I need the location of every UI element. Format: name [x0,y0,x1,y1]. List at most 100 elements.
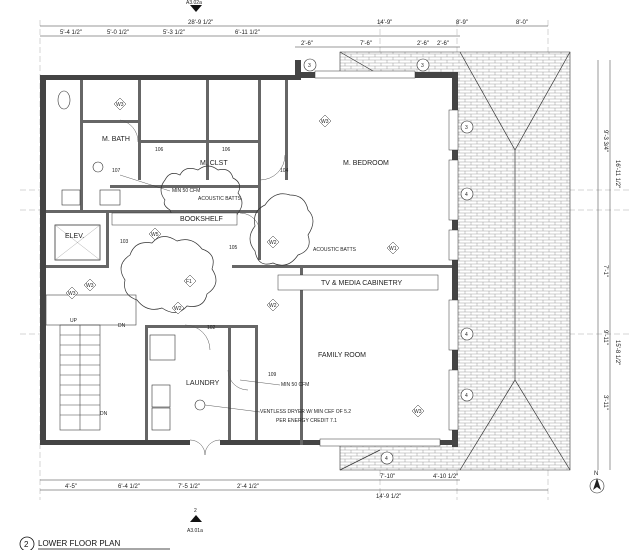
dim-right-3: 7'-1" [602,265,608,277]
window-tag-w2c: W2 [174,306,182,312]
window-tag-9 [171,301,185,315]
window-tag-3 [386,241,400,255]
svg-text:3: 3 [421,63,424,69]
note-stair-up: UP [70,318,78,324]
dim-top-1: 5'-4 1/2" [60,30,82,36]
window-tag-w3b: W3 [321,119,329,125]
window-tag-w3a: W3 [116,102,124,108]
north-label: N [594,471,598,477]
dim-right-2: 16'-11 1/2" [614,160,620,188]
grid-circle-tags: 3 3 3 4 4 4 4 [303,58,474,465]
door-tag-107: 107 [112,168,121,174]
top-dims: 5'-4 1/2" 5'-0 1/2" 5'-3 1/2" 6'-11 1/2"… [60,20,528,47]
window-tag-5 [266,298,280,312]
window-tag-6 [411,404,425,418]
section-ref-bottom: A3.01a [187,528,203,534]
plan-number-badge [19,536,35,550]
note-cfm-bath: MIN 50 CFM [172,188,200,194]
window-tag-7 [65,286,79,300]
room-label-master-bedroom: M. BEDROOM [343,160,389,167]
top-dimension-lines [40,25,611,491]
dim-bottom-overall: 14'-9 1/2" [376,494,401,500]
room-label-family-room: FAMILY ROOM [318,352,366,359]
right-dims: 9'-3 3/4" 16'-11 1/2" 7'-1" 15'-8 1/2" 9… [602,130,620,410]
window-tag-w2b: W2 [269,303,277,309]
door-tag-109: 109 [268,372,277,378]
room-label-elevator: ELEV. [65,233,84,240]
window-tag-f1: F1 [186,279,192,285]
grid-tag-6: 4 [460,388,474,402]
svg-text:4: 4 [465,332,468,338]
bottom-dims: 4'-5" 6'-4 1/2" 7'-5 1/2" 2'-4 1/2" 7'-1… [65,474,458,500]
dim-bottom-2: 6'-4 1/2" [118,484,140,490]
window-tag-11 [148,227,162,241]
note-stair-dn-2: DN [100,411,108,417]
windows [314,70,459,447]
svg-text:3: 3 [465,125,468,131]
door-tag-104: 104 [280,168,289,174]
dim-top-2: 5'-0 1/2" [107,30,129,36]
dim-top-overall-4: 8'-0" [516,20,528,26]
note-cfm-laundry: MIN 50 CFM [281,382,309,388]
note-acoustic-batts-2: ACOUSTIC BATTS [313,247,357,253]
stairs [45,294,137,431]
interior-walls [46,80,452,445]
dim-top-overall-2: 14'-9" [377,20,392,26]
dim-top-4: 6'-11 1/2" [235,30,260,36]
svg-text:3: 3 [308,63,311,69]
dim-bottom-1: 4'-5" [65,484,77,490]
window-tag-4 [266,235,280,249]
dim-top-6: 7'-6" [360,41,372,47]
building-interior [40,75,457,445]
dim-top-overall-3: 8'-9" [456,20,468,26]
section-marker-bottom-icon [190,515,202,522]
window-tag-8 [83,278,97,292]
media-cabinet [277,274,439,291]
section-ref-top: A3.02a [186,0,202,6]
door-swings [119,119,286,456]
window-tags [65,97,425,418]
room-label-master-closet: M. CLST [200,160,228,167]
grid-tag-5: 4 [460,327,474,341]
grid-tag-3: 3 [460,120,474,134]
dim-bottom-3: 7'-5 1/2" [178,484,200,490]
window-tag-w3d: W3 [68,291,76,297]
plan-title: LOWER FLOOR PLAN [38,539,120,548]
window-tag-w2a: W2 [269,240,277,246]
window-tag-2 [318,114,332,128]
dim-top-8: 2'-6" [437,41,449,47]
dim-right-1: 9'-3 3/4" [602,130,608,152]
dim-top-7: 2'-6" [417,41,429,47]
window-tag-10 [183,274,197,288]
window-tag-w3c: W3 [414,409,422,415]
dim-right-5: 9'-11" [602,330,608,345]
fixtures [57,90,206,431]
leader-lines [119,174,281,413]
dim-top-overall-1: 28'-9 1/2" [188,20,213,26]
svg-text:4: 4 [465,192,468,198]
dim-top-5: 2'-6" [301,41,313,47]
door-tag-103: 103 [120,239,129,245]
dim-right-6: 3'-11" [602,395,608,410]
note-stair-dn: DN [118,323,126,329]
room-label-bookshelf: BOOKSHELF [180,216,223,223]
window-tag-1 [113,97,127,111]
note-acoustic-batts-1: ACOUSTIC BATTS [198,196,242,202]
dim-top-3: 5'-3 1/2" [163,30,185,36]
door-tag-106b: 106 [222,147,231,153]
room-label-media: TV & MEDIA CABINETRY [321,280,402,287]
north-arrow-icon [589,478,605,494]
window-tag-w5: W5 [151,232,159,238]
room-label-master-bath: M. BATH [102,136,130,143]
section-ref-bottom-num: 2 [194,508,197,514]
grid-tag-4: 4 [460,187,474,201]
window-tag-labels: W3 W3 W1 W2 W2 W3 W3 W3 W2 F1 W5 [68,102,422,415]
grid-tag-2: 3 [416,58,430,72]
door-tags: 107 106 106 104 103 105 102 109 [112,147,289,378]
dim-bottom-6: 4'-10 1/2" [433,474,458,480]
plan-number: 2 [24,540,29,549]
section-marker-top-icon [190,5,202,12]
dim-bottom-4: 2'-4 1/2" [237,484,259,490]
